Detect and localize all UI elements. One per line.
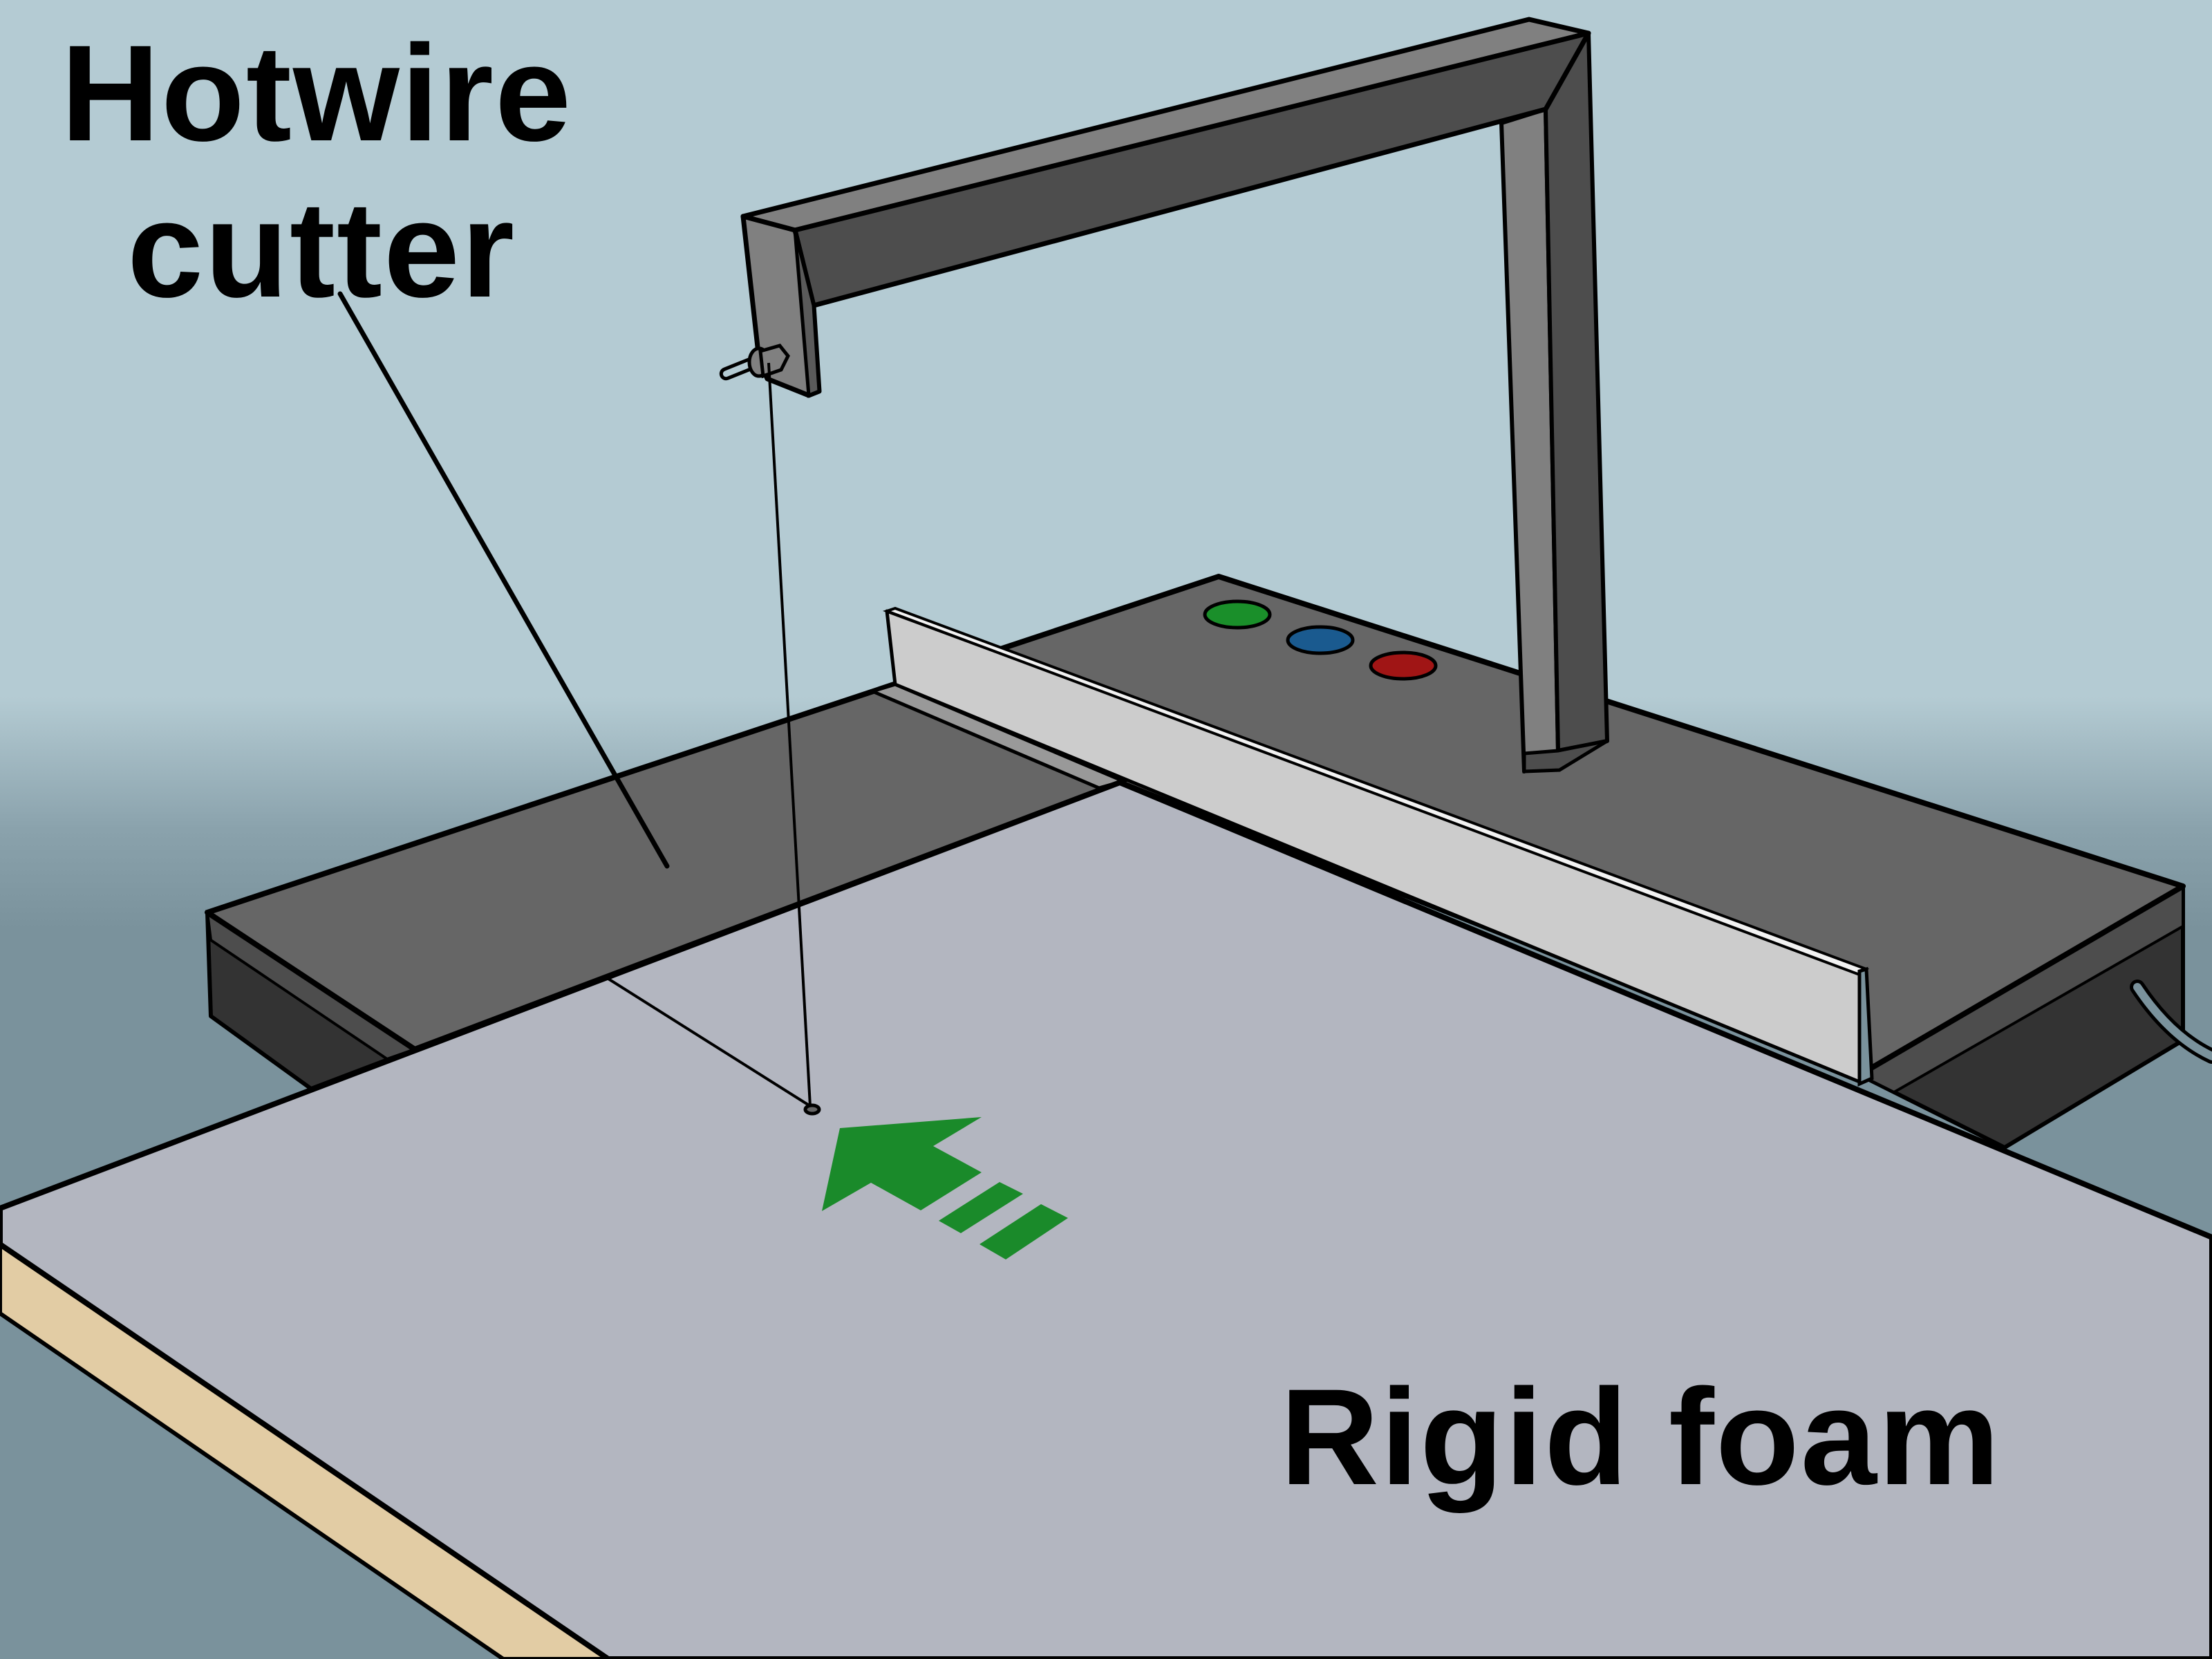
feed-direction-arrow xyxy=(822,1117,1068,1259)
arrow-dash-1 xyxy=(939,1182,1023,1233)
label-leader-line xyxy=(337,291,670,869)
red-control-button[interactable] xyxy=(1369,650,1438,681)
foam-sheet xyxy=(0,780,2212,1659)
arm-post-bottom xyxy=(1522,739,1609,774)
hot-wire xyxy=(767,362,812,1107)
arm-hanging-inner xyxy=(793,229,821,398)
tool-label-line-2: cutter xyxy=(127,173,516,326)
blue-control-button[interactable] xyxy=(1286,625,1355,655)
material-label: Rigid foam xyxy=(1280,1360,2001,1513)
wire-entry-hole xyxy=(803,1103,821,1116)
tool-label-line-1: Hotwire xyxy=(61,17,573,169)
arrow-head xyxy=(822,1117,982,1211)
wire-clamp[interactable] xyxy=(719,344,790,381)
cut-line xyxy=(607,977,812,1107)
green-control-button[interactable] xyxy=(1203,599,1272,630)
arrow-dash-2 xyxy=(980,1204,1068,1259)
fence-end-face xyxy=(1857,966,1874,1087)
